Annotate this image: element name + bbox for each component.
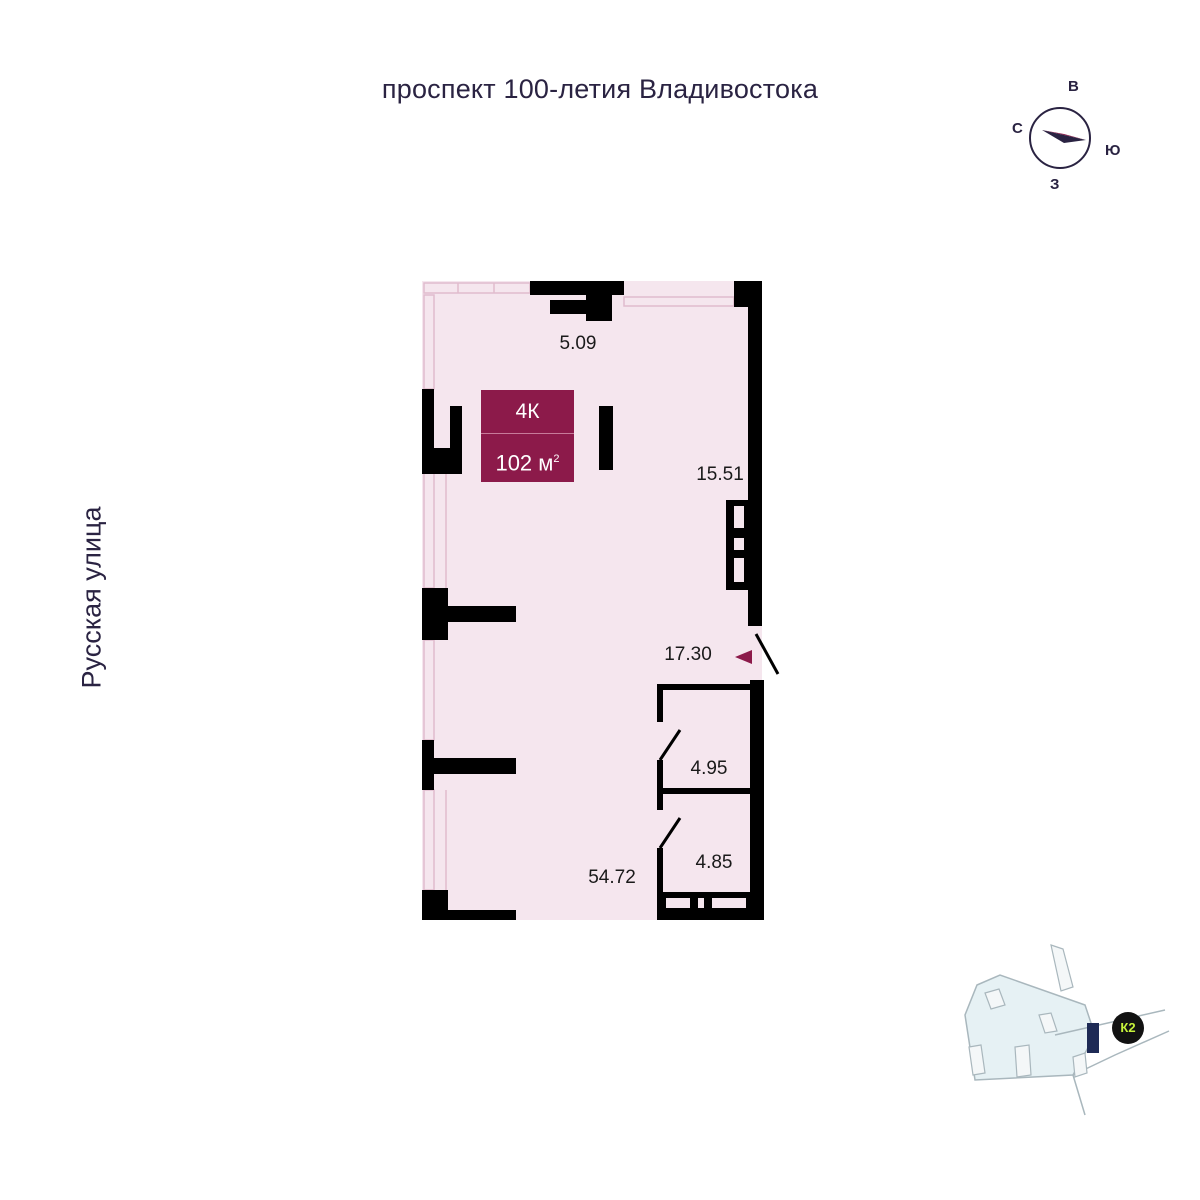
compass: В С Ю З [1000, 70, 1140, 200]
compass-east-label: В [1068, 78, 1079, 95]
street-top-label: проспект 100-летия Владивостока [381, 74, 819, 104]
keyplan-map [964, 944, 1170, 1116]
utility-niche [666, 898, 746, 908]
apartment-area-unit: 2 [553, 453, 560, 465]
area-bathroom-1: 4.95 [690, 758, 728, 779]
area-bathroom-2: 4.85 [695, 852, 733, 873]
compass-icon [1029, 107, 1091, 169]
area-kitchen: 15.51 [696, 464, 744, 485]
entrance-marker-icon [735, 650, 752, 664]
floor-area [422, 281, 762, 920]
apartment-area-value: 102 м [495, 450, 554, 476]
kitchen-niche [734, 506, 744, 582]
compass-north-label: С [1012, 120, 1023, 137]
compass-south-label: Ю [1105, 142, 1121, 159]
area-balcony-top: 5.09 [559, 333, 597, 354]
apartment-badge: 4К 102 м2 [481, 390, 574, 482]
area-hall: 17.30 [664, 644, 712, 665]
keyplan-building-badge: К2 [1112, 1012, 1144, 1044]
apartment-area: 102 м2 [481, 434, 574, 482]
apartment-rooms: 4К [481, 390, 574, 434]
area-living: 54.72 [588, 867, 636, 888]
keyplan-highlighted-building [1087, 1023, 1099, 1053]
doors [658, 633, 780, 849]
walls [422, 281, 764, 920]
compass-west-label: З [1050, 176, 1060, 193]
